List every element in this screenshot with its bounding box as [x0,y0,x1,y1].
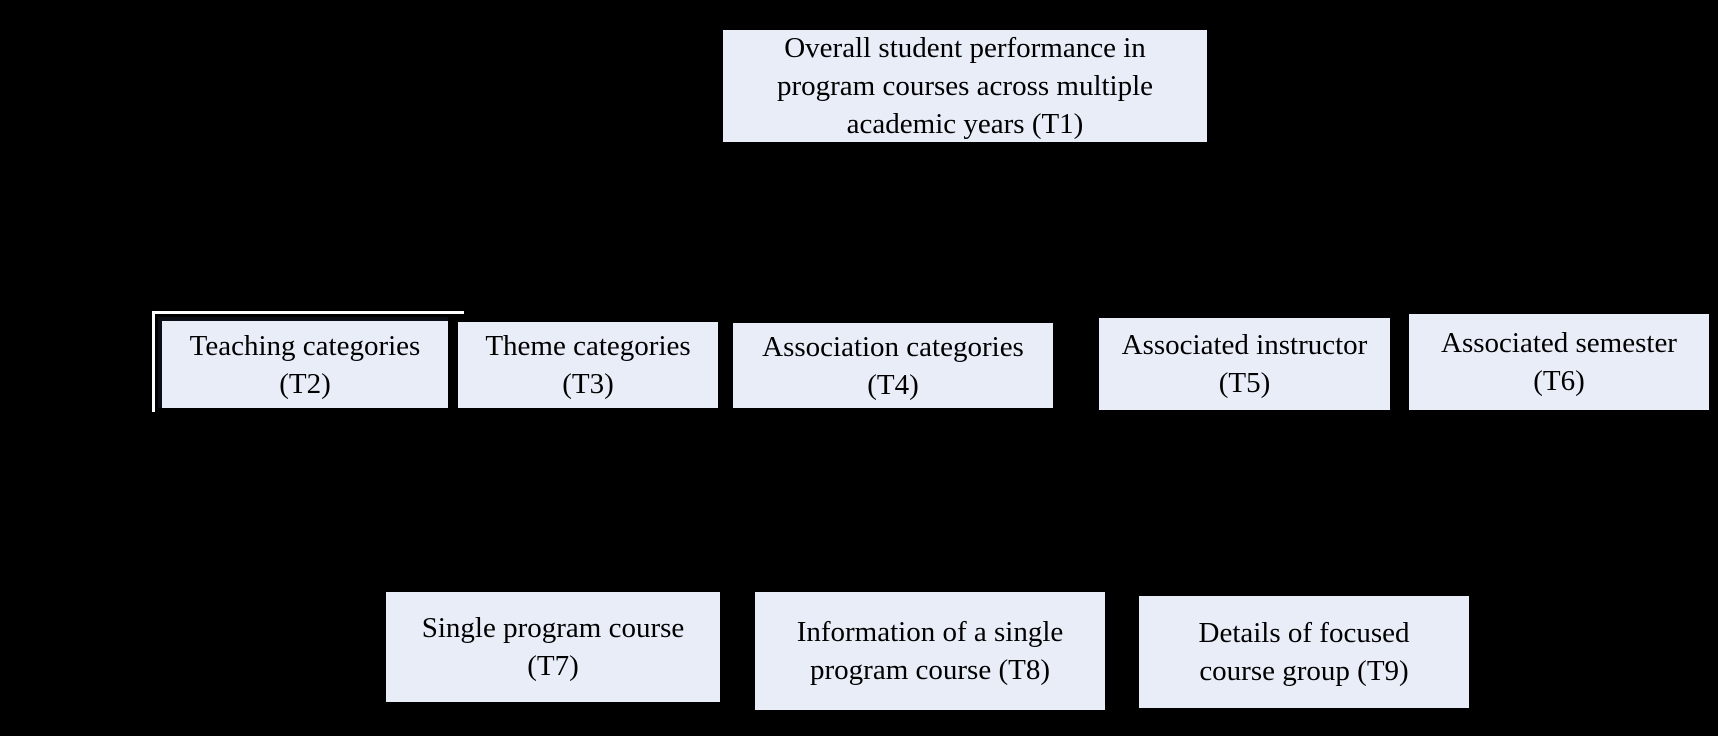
node-t1-line: program courses across multiple [776,70,1154,102]
node-t8-line: program course (T8) [810,654,1050,686]
node-t1-line: academic years (T1) [846,108,1084,140]
node-t1: Overall student performance in program c… [723,30,1207,142]
node-t9-line: course group (T9) [1199,655,1409,687]
node-t3-line: Theme categories [485,330,691,362]
node-t6-line: (T6) [1533,365,1585,397]
node-t1-line: Overall student performance in [784,32,1146,64]
node-t2-line: Teaching categories [189,329,421,362]
node-t7-line: (T7) [527,650,579,682]
node-t5: Associated instructor (T5) [1099,318,1390,410]
node-t5-line: Associated instructor [1121,329,1368,361]
node-t6: Associated semester (T6) [1409,314,1709,410]
node-t6-line: Associated semester [1441,327,1677,359]
node-t8: Information of a single program course (… [755,592,1105,710]
node-t4: Association categories (T4) [733,323,1053,408]
node-t3: Theme categories (T3) [458,322,718,408]
node-t9: Details of focused course group (T9) [1139,596,1469,708]
node-t2-line: (T2) [279,367,331,400]
node-t3-line: (T3) [562,368,614,400]
node-t2: Teaching categories (T2) [152,311,464,412]
node-t9-line: Details of focused [1198,617,1410,649]
node-t5-line: (T5) [1218,367,1271,399]
node-t8-line: Information of a single [796,616,1064,648]
node-t7: Single program course (T7) [386,592,720,702]
node-t7-line: Single program course [421,612,685,644]
node-t4-line: (T4) [867,368,919,401]
node-t4-line: Association categories [762,330,1024,363]
